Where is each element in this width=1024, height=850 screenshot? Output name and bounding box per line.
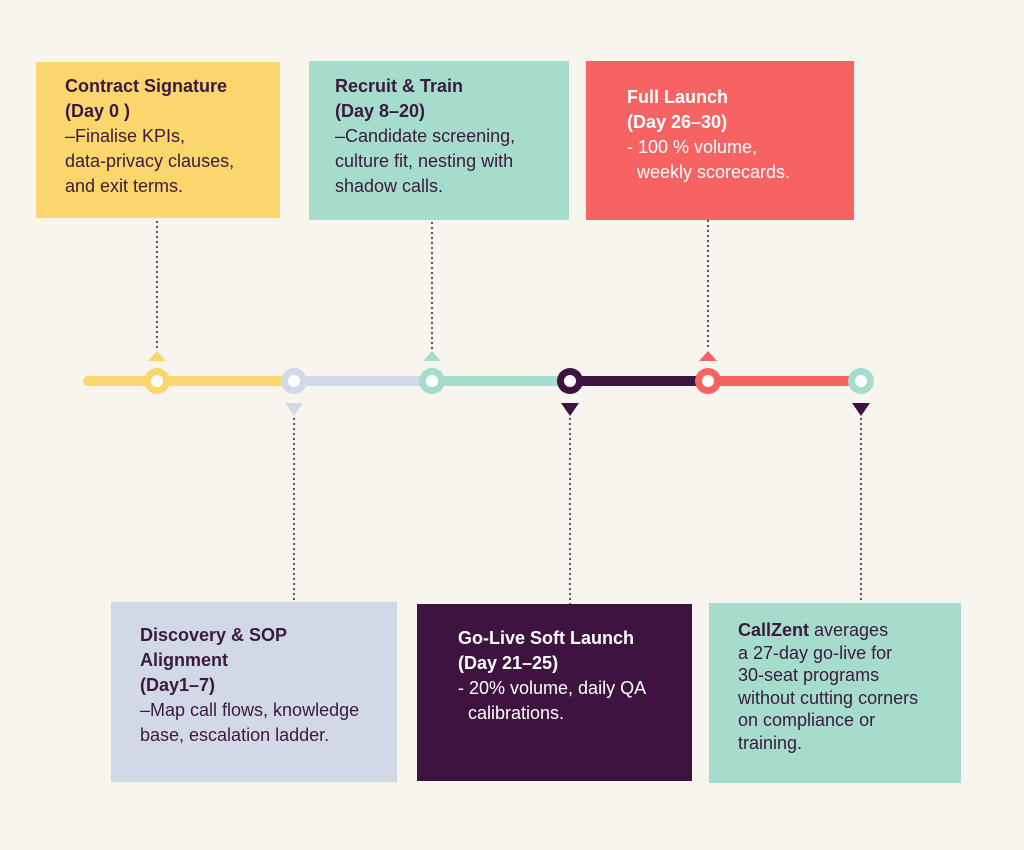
card-body-line: weekly scorecards. (627, 162, 791, 182)
card-discovery-sop: Discovery & SOP Alignment (Day1–7) –Map … (111, 602, 397, 782)
node-discovery (281, 368, 307, 416)
card-body-line: calibrations. (458, 703, 565, 723)
card-body-line: - 20% volume, daily QA (458, 678, 647, 698)
card-body-line: shadow calls. (335, 176, 444, 196)
card-body-text: averages (809, 620, 889, 640)
brand-name: CallZent (738, 620, 810, 640)
card-body-line: –Candidate screening, (335, 126, 516, 146)
card-title: Go-Live Soft Launch (458, 628, 635, 648)
card-body-line: 30-seat programs (738, 665, 880, 685)
card-full-launch: Full Launch (Day 26–30) - 100 % volume, … (586, 61, 854, 220)
card-body-line: base, escalation ladder. (140, 725, 330, 745)
node-full-launch (695, 351, 721, 394)
card-title: Discovery & SOP (140, 625, 288, 645)
card-summary-first-line: CallZent averages (738, 619, 961, 642)
card-callzent-summary: CallZent averages a 27-day go-live for 3… (709, 603, 961, 783)
node-callzent (848, 368, 874, 416)
card-body-line: on compliance or (738, 710, 876, 730)
card-recruit-train: Recruit & Train (Day 8–20) –Candidate sc… (309, 61, 569, 220)
card-title: Full Launch (627, 87, 728, 107)
node-golive (557, 368, 583, 416)
card-day-range: (Day 0 ) (65, 101, 131, 121)
card-day-range: (Day 26–30) (627, 112, 728, 132)
card-body-line: without cutting corners (738, 687, 919, 708)
card-title: Recruit & Train (335, 76, 464, 96)
node-recruit (419, 351, 445, 394)
card-day-range: (Day 21–25) (458, 653, 559, 673)
card-body-line: data-privacy clauses, (65, 151, 235, 171)
card-contract-signature: Contract Signature (Day 0 ) –Finalise KP… (36, 62, 280, 218)
card-day-range: (Day1–7) (140, 675, 216, 695)
card-body-line: –Map call flows, knowledge (140, 700, 360, 720)
card-title-cont: Alignment (140, 650, 228, 670)
card-body-line: a 27-day go-live for (738, 642, 893, 663)
card-body-line: - 100 % volume, (627, 137, 758, 157)
card-title: Contract Signature (65, 76, 228, 96)
card-body-line: and exit terms. (65, 176, 184, 196)
card-go-live-soft-launch: Go-Live Soft Launch (Day 21–25) - 20% vo… (417, 604, 692, 781)
node-contract (144, 351, 170, 394)
card-day-range: (Day 8–20) (335, 101, 426, 121)
card-body-line: training. (738, 732, 803, 753)
card-body-line: –Finalise KPIs, (65, 126, 186, 146)
card-body-line: culture fit, nesting with (335, 151, 514, 171)
